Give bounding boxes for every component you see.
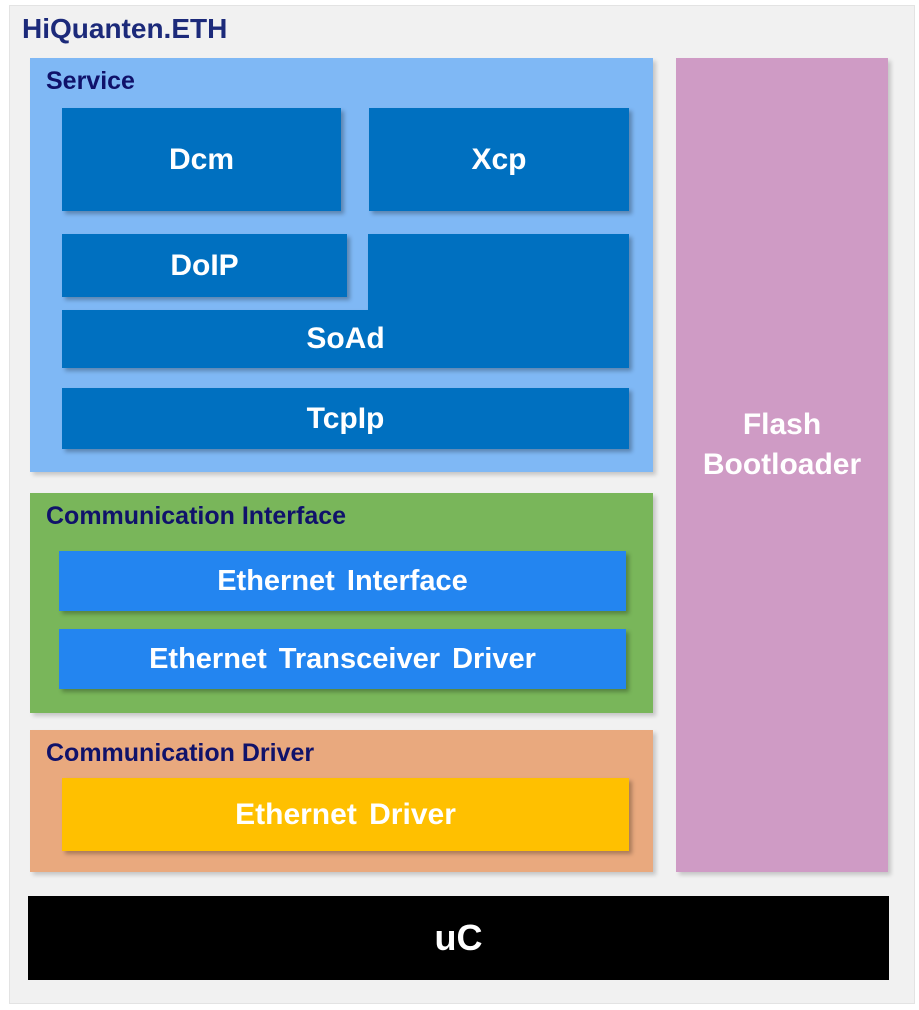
ethernet-driver-module: Ethernet Driver: [62, 778, 629, 851]
ethernet-interface-module: Ethernet Interface: [59, 551, 626, 611]
diagram-title: HiQuanten.ETH: [22, 13, 228, 44]
communication-driver-label: Communication Driver: [46, 739, 315, 767]
service-layer-label: Service: [46, 67, 135, 95]
flash-bootloader-block: Flash Bootloader: [676, 58, 888, 872]
communication-interface-label: Communication Interface: [46, 502, 347, 530]
soad-module: SoAd: [306, 322, 385, 355]
doip-module: DoIP: [62, 234, 347, 297]
tcpip-module: TcpIp: [62, 388, 629, 449]
uc-block: uC: [28, 896, 889, 980]
ethernet-transceiver-driver-module: Ethernet Transceiver Driver: [59, 629, 626, 689]
flash-bootloader-line1: Flash: [742, 407, 822, 441]
xcp-module: Xcp: [369, 108, 629, 211]
dcm-module: Dcm: [62, 108, 341, 211]
flash-bootloader-line2: Bootloader: [702, 448, 862, 481]
